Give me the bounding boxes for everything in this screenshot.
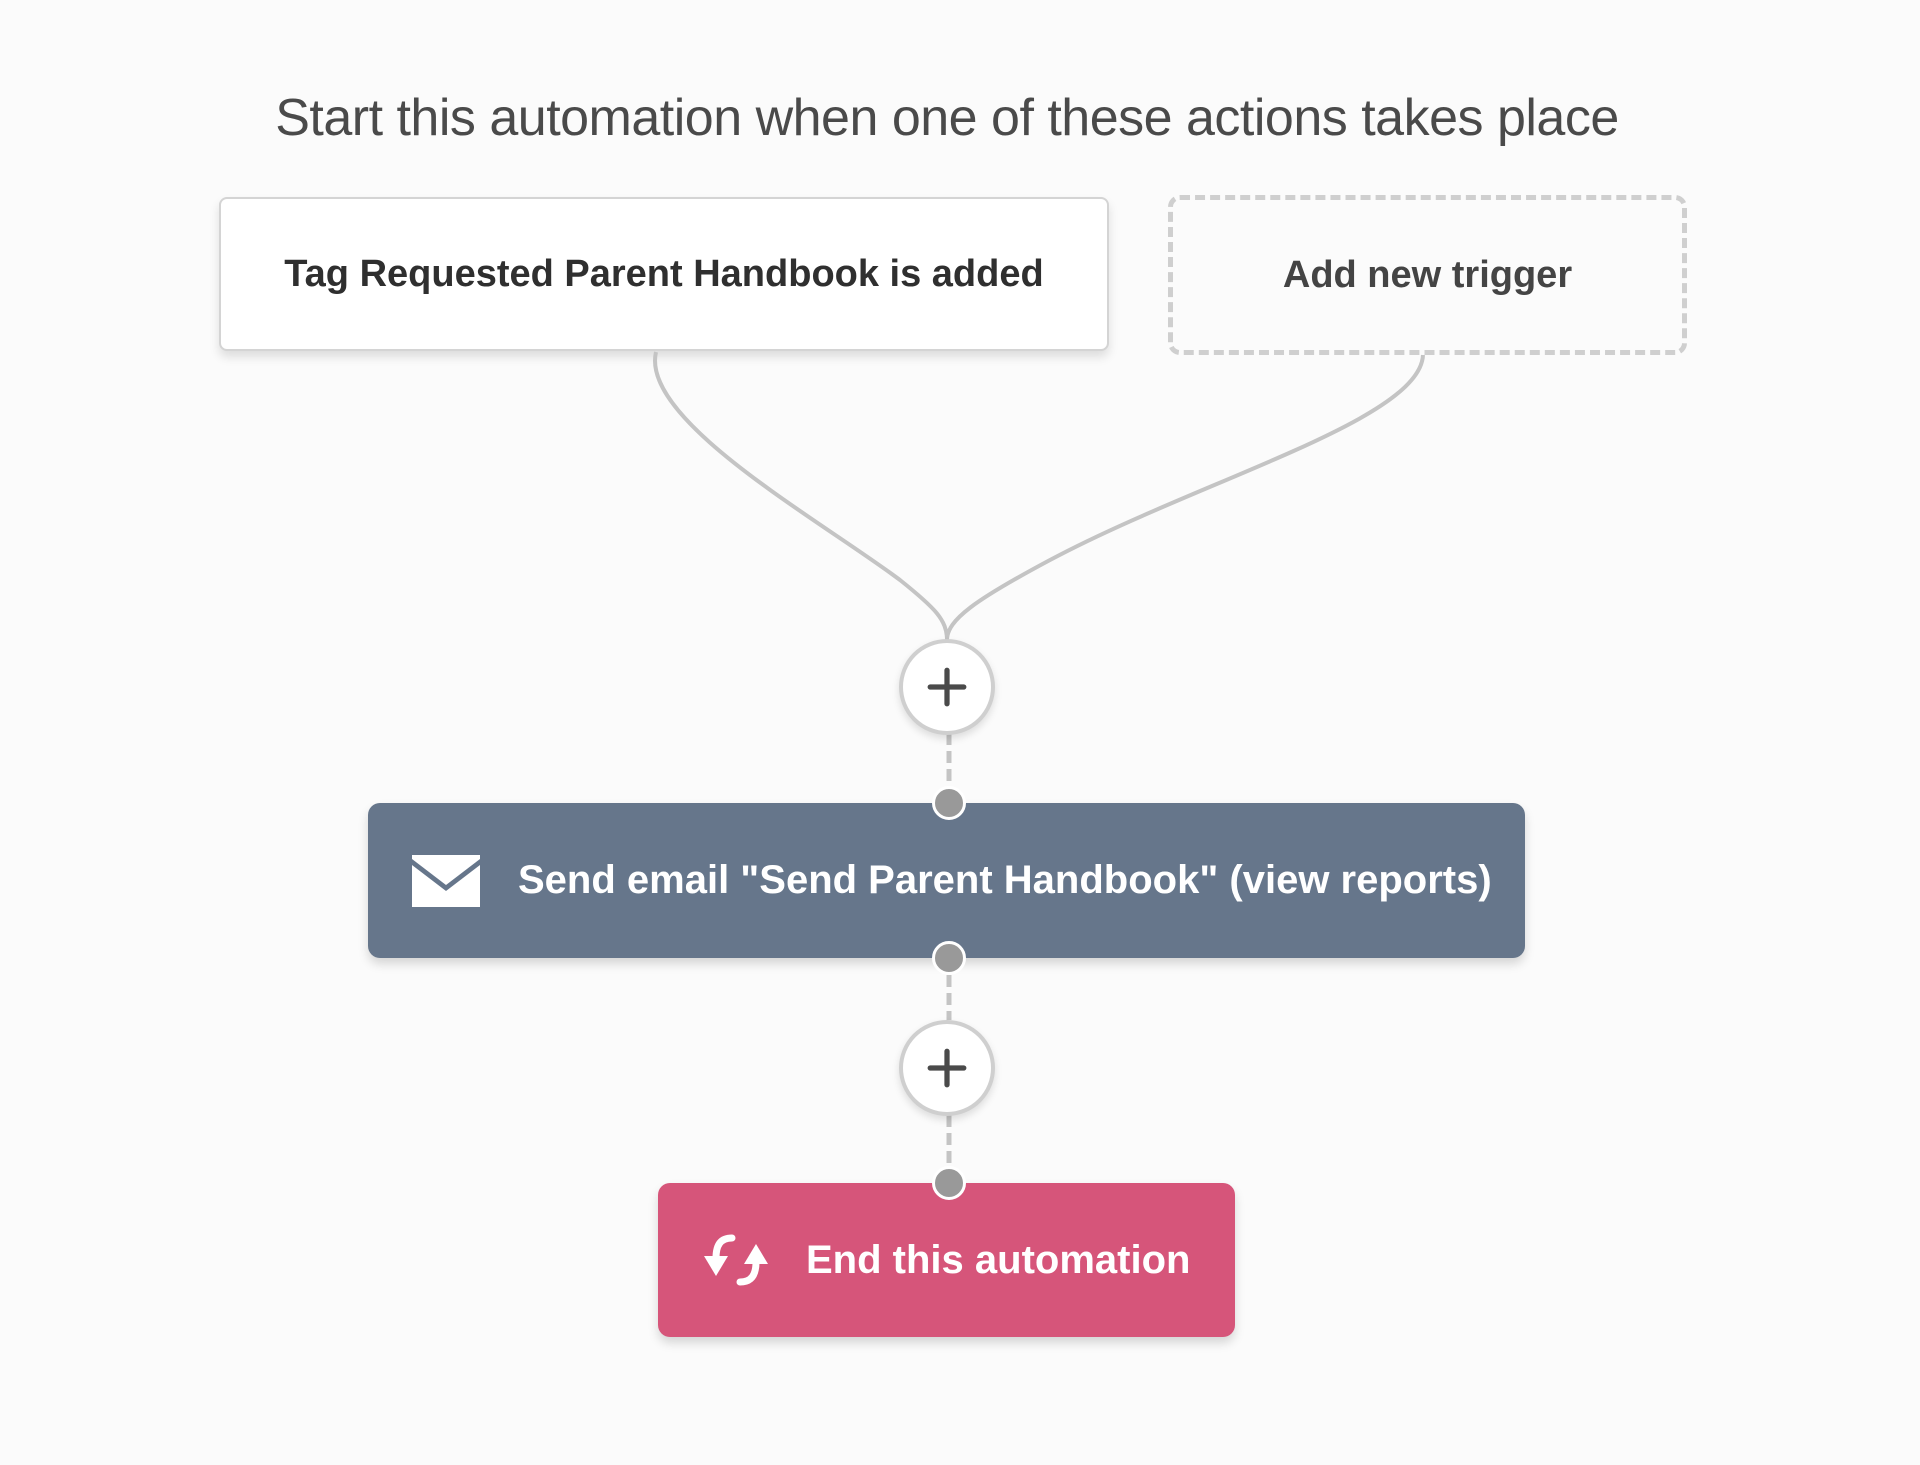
add-step-button[interactable] xyxy=(899,639,995,735)
envelope-icon xyxy=(412,854,480,907)
connector-dot xyxy=(932,1166,966,1200)
end-automation-label: End this automation xyxy=(806,1237,1191,1282)
trigger-label: Tag Requested Parent Handbook is added xyxy=(284,252,1044,295)
add-trigger-label: Add new trigger xyxy=(1282,253,1573,296)
add-new-trigger-button[interactable]: Add new trigger xyxy=(1168,195,1687,355)
plus-icon xyxy=(927,1048,967,1088)
connector-dot xyxy=(932,941,966,975)
end-automation-step[interactable]: End this automation xyxy=(658,1183,1235,1337)
page-title: Start this automation when one of these … xyxy=(275,89,1619,147)
refresh-arrows-icon xyxy=(702,1232,770,1288)
send-email-label: Send email "Send Parent Handbook" (view … xyxy=(518,858,1492,902)
connector-dot xyxy=(932,786,966,820)
add-step-button[interactable] xyxy=(899,1020,995,1116)
trigger-tag-added[interactable]: Tag Requested Parent Handbook is added xyxy=(219,197,1109,351)
send-email-step[interactable]: Send email "Send Parent Handbook" (view … xyxy=(368,803,1525,958)
plus-icon xyxy=(927,667,967,707)
